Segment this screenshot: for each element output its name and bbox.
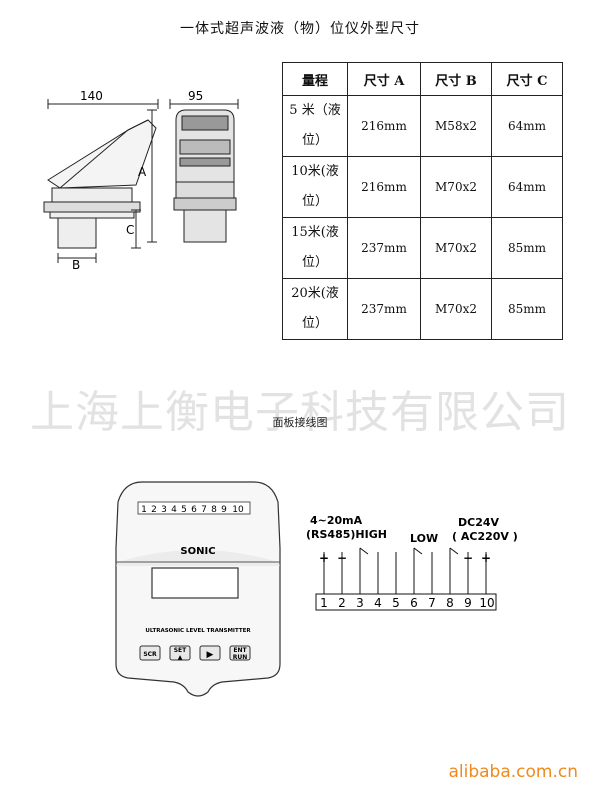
site-footer-link[interactable]: alibaba.com.cn: [448, 762, 578, 782]
plus-label: +: [319, 551, 329, 565]
wiring-terminal: 6: [410, 596, 418, 610]
device-outline-drawing: 140 B C 95 A: [43, 89, 239, 272]
dim-140: 140: [80, 89, 103, 103]
page-title: 一体式超声波液（物）位仪外型尺寸: [180, 21, 420, 37]
panel-terminal: 3: [161, 505, 167, 515]
dim-95: 95: [188, 89, 203, 103]
ent-button-label: ENT: [233, 647, 247, 654]
cell-b: M70x2: [420, 156, 492, 218]
cell-range: 15米(液位）: [282, 217, 348, 279]
wiring-terminal: 5: [392, 596, 400, 610]
table-row: 5 米（液位） 216mm M58x2 64mm: [282, 95, 563, 157]
set-button[interactable]: [169, 645, 191, 661]
cell-range: 5 米（液位）: [282, 95, 348, 157]
minus-label: −: [337, 551, 347, 565]
set-button-label: SET: [174, 647, 187, 654]
cell-c: 64mm: [491, 95, 563, 157]
next-button[interactable]: [199, 645, 221, 661]
cell-range: 20米(液位）: [282, 278, 348, 340]
company-watermark: 上海上衡电子科技有限公司: [30, 387, 570, 438]
panel-terminal: 2: [151, 505, 157, 515]
cell-a: 237mm: [347, 278, 421, 340]
panel-terminal: 5: [181, 505, 187, 515]
header-c: 尺寸 C: [491, 62, 563, 96]
front-panel: 1 2 3 4 5 6 7 8 9 10 SONIC ULTRASONIC LE…: [115, 481, 281, 697]
panel-model: ULTRASONIC LEVEL TRANSMITTER: [145, 628, 251, 634]
wiring-terminal: 8: [446, 596, 454, 610]
scr-button-label: SCR: [143, 651, 157, 658]
panel-terminal: 9: [221, 505, 227, 515]
panel-terminal-labels: 1 2 3 4 5 6 7 8 9 10: [141, 505, 244, 515]
panel-buttons: SCR SET ▲ ▶ ENT RUN: [139, 645, 251, 661]
panel-terminal: 6: [191, 505, 197, 515]
header-a: 尺寸 A: [347, 62, 421, 96]
cell-a: 216mm: [347, 156, 421, 218]
label-a: A: [138, 165, 147, 179]
play-icon: ▶: [207, 650, 214, 660]
panel-terminal: 1: [141, 505, 147, 515]
up-arrow-icon: ▲: [178, 654, 183, 661]
panel-lcd-display: [151, 567, 239, 599]
label-c: C: [126, 223, 134, 237]
wiring-terminal: 9: [464, 596, 472, 610]
wiring-terminal: 7: [428, 596, 436, 610]
panel-terminal: 4: [171, 505, 177, 515]
wiring-terminal: 2: [338, 596, 346, 610]
table-header-row: 量程 尺寸 A 尺寸 B 尺寸 C: [282, 62, 563, 96]
cell-range: 10米(液位）: [282, 156, 348, 218]
panel-brand: SONIC: [180, 546, 215, 557]
wiring-subtitle: 面板接线图: [272, 416, 328, 429]
cell-b: M58x2: [420, 95, 492, 157]
cell-a: 237mm: [347, 217, 421, 279]
wiring-diagram: 4~20mA (RS485)HIGH LOW DC24V ( AC220V ) …: [306, 514, 518, 611]
cell-b: M70x2: [420, 217, 492, 279]
table-row: 15米(液位） 237mm M70x2 85mm: [282, 217, 563, 279]
label-b: B: [72, 258, 80, 272]
spec-table: 量程 尺寸 A 尺寸 B 尺寸 C 5 米（液位） 216mm M58x2 64…: [282, 62, 563, 340]
front-view: [147, 99, 239, 243]
dc24v-label: DC24V: [458, 516, 500, 529]
header-b: 尺寸 B: [420, 62, 492, 96]
wiring-lines: [323, 547, 487, 594]
cell-c: 85mm: [491, 217, 563, 279]
wiring-terminal: 10: [479, 596, 494, 610]
scr-button[interactable]: [139, 645, 161, 661]
cell-b: M70x2: [420, 278, 492, 340]
wiring-terminal-strip: [315, 593, 497, 611]
ent-button[interactable]: [229, 645, 251, 661]
low-label: LOW: [410, 532, 438, 545]
panel-terminal: 7: [201, 505, 207, 515]
panel-terminal: 8: [211, 505, 217, 515]
wiring-terminal: 3: [356, 596, 364, 610]
cell-a: 216mm: [347, 95, 421, 157]
ac220v-label: ( AC220V ): [452, 530, 518, 543]
table-row: 10米(液位） 216mm M70x2 64mm: [282, 156, 563, 218]
output-signal-label: 4~20mA: [310, 514, 363, 527]
cell-c: 64mm: [491, 156, 563, 218]
header-range: 量程: [282, 62, 348, 96]
panel-terminal-strip: [137, 501, 251, 515]
run-label: RUN: [233, 654, 248, 661]
table-row: 20米(液位） 237mm M70x2 85mm: [282, 278, 563, 340]
cell-c: 85mm: [491, 278, 563, 340]
wiring-terminal: 1: [320, 596, 328, 610]
panel-terminal: 10: [232, 505, 244, 515]
wiring-terminal: 4: [374, 596, 382, 610]
plus-label: +: [481, 551, 491, 565]
side-view: [43, 99, 159, 263]
high-label: (RS485)HIGH: [306, 528, 387, 541]
minus-label: −: [463, 551, 473, 565]
